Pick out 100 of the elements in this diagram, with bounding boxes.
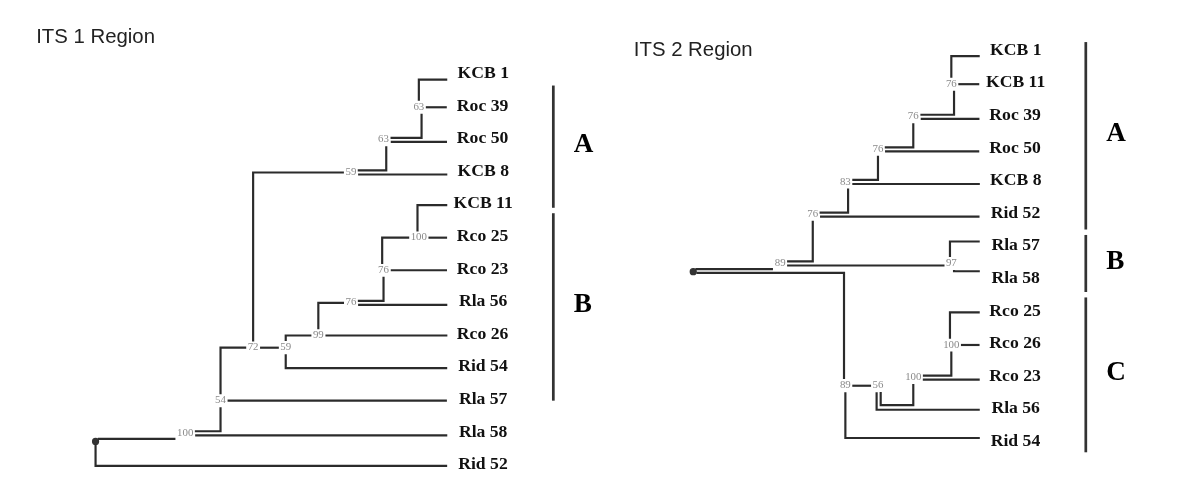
node-text: Rid 52 (990, 201, 1040, 222)
node-text: 76 (872, 141, 883, 154)
node-text: 59 (345, 165, 356, 178)
connector (357, 276, 385, 302)
connector (786, 220, 814, 263)
node-text: Rla 56 (990, 397, 1040, 418)
connector (324, 334, 447, 337)
connector (425, 106, 447, 109)
node-point (91, 437, 99, 446)
connector (695, 271, 845, 379)
label: B (573, 288, 592, 319)
connector (851, 155, 879, 182)
node-text: 63 (377, 132, 389, 145)
node-text: Rco 23 (456, 257, 508, 278)
node-text: 76 (806, 207, 818, 220)
connector (390, 269, 447, 272)
node-text: Rla 58 (458, 420, 507, 441)
connector (357, 146, 387, 172)
connector (786, 264, 944, 267)
node-text: 99 (312, 328, 324, 341)
node-text: KCB 1 (989, 38, 1041, 59)
node-text: 89 (839, 378, 851, 391)
node-text: Rla 58 (990, 267, 1040, 288)
connector (284, 334, 311, 341)
node-text: 100 (904, 370, 921, 383)
connector (218, 346, 246, 395)
node-text: Rid 52 (457, 453, 508, 474)
node-text: 100 (176, 425, 193, 438)
node-text: KCB 8 (989, 169, 1041, 190)
connector (819, 215, 979, 218)
connector (97, 437, 175, 441)
connector (357, 173, 447, 176)
connector (251, 171, 344, 342)
connector (227, 399, 447, 402)
connector (884, 150, 979, 153)
node-text: KCB 11 (452, 192, 513, 213)
connector (957, 83, 979, 86)
connector (316, 301, 344, 330)
connector (884, 123, 914, 149)
connector (259, 346, 279, 349)
label: ITS 1 Region (35, 24, 155, 47)
node-text: Rco 25 (988, 299, 1041, 320)
node-text: 76 (945, 76, 957, 89)
node-text: 83 (839, 174, 851, 187)
node-text: 72 (247, 340, 259, 353)
connector (194, 434, 447, 437)
node-text: Roc 39 (456, 94, 508, 115)
node-text: Roc 50 (988, 136, 1041, 157)
connector (843, 392, 980, 440)
connector (694, 268, 773, 271)
connector (415, 204, 447, 232)
connector (952, 269, 980, 273)
node-text: Rco 26 (456, 322, 508, 343)
connector (380, 236, 409, 264)
node-text: 89 (774, 256, 786, 269)
node-text: 97 (945, 256, 957, 269)
node-text: Rco 25 (456, 224, 508, 245)
node-text: 54 (214, 393, 226, 406)
connector (851, 182, 980, 186)
connector (851, 384, 871, 387)
connector (922, 351, 952, 377)
connector (922, 378, 980, 381)
node-text: Rla 56 (458, 290, 507, 311)
label: B (1105, 244, 1124, 275)
connector (819, 188, 849, 214)
node-text: 76 (345, 295, 356, 308)
node-text: Rla 57 (990, 234, 1040, 255)
connector (919, 90, 955, 116)
connector (427, 236, 447, 239)
label: A (573, 128, 593, 159)
connector (949, 55, 980, 78)
node-text: Rid 54 (457, 355, 508, 376)
node-text: Roc 50 (456, 127, 508, 148)
node-text: Rla 57 (458, 387, 507, 408)
connector (417, 78, 447, 101)
label: A (1105, 117, 1126, 148)
node-text: Rid 54 (990, 430, 1040, 451)
node-text: KCB 11 (985, 71, 1045, 92)
connector (357, 303, 447, 306)
label: ITS 2 Region (633, 38, 753, 61)
node-text: 76 (907, 109, 919, 122)
connector (948, 240, 980, 257)
connector (920, 117, 979, 120)
node-text: Rco 23 (988, 364, 1041, 385)
connector (390, 113, 423, 139)
node-text: 63 (412, 99, 424, 112)
node-text: 59 (279, 340, 291, 353)
connector (879, 384, 914, 407)
node-text: Rco 26 (988, 332, 1041, 353)
connector (875, 392, 980, 411)
node-text: 76 (377, 262, 389, 275)
node-text: KCB 1 (457, 61, 509, 82)
node-text: KCB 8 (457, 159, 509, 180)
connector (194, 407, 222, 433)
label: C (1105, 356, 1126, 387)
node-text: Roc 39 (988, 104, 1041, 125)
connector (284, 354, 447, 370)
connector (390, 140, 447, 143)
node-text: 56 (872, 378, 883, 391)
connector (93, 444, 447, 467)
